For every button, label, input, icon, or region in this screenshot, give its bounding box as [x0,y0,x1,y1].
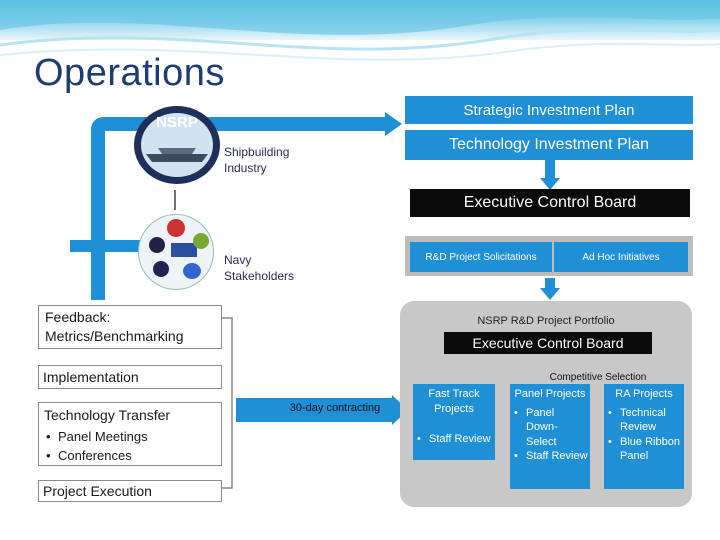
navsea-logo-icon [171,243,197,257]
technology-investment-plan: Technology Investment Plan [405,130,693,160]
feedback-box: Feedback: Metrics/Benchmarking [38,305,222,349]
list-item: Blue Ribbon Panel [606,435,682,464]
seal-icon [167,219,185,237]
ad-hoc-initiatives: Ad Hoc Initiatives [554,242,688,272]
nsrp-logo: NSRP [132,104,222,186]
seal-icon [153,261,169,277]
fast-track-projects: Fast Track Projects Staff Review [413,384,495,460]
panel-bullets: Panel Down-Select Staff Review [512,406,588,464]
technology-transfer-title: Technology Transfer [44,407,171,423]
project-execution-box: Project Execution [38,480,222,502]
list-item: Staff Review [512,449,588,464]
nsrp-logo-icon [134,106,220,184]
logo-text: NSRP [156,114,198,131]
strategic-investment-plan: Strategic Investment Plan [405,96,693,124]
portfolio-title: NSRP R&D Project Portfolio [477,315,615,327]
ra-bullets: Technical Review Blue Ribbon Panel [606,406,682,464]
list-item: Technical Review [606,406,682,435]
list-item: Staff Review [415,432,493,447]
seal-icon [193,233,209,249]
seal-icon [149,237,165,253]
list-item: Panel Down-Select [512,406,588,450]
competitive-selection-label: Competitive Selection [549,372,647,383]
executive-control-board-portfolio: Executive Control Board [444,332,652,354]
ra-projects: RA Projects Technical Review Blue Ribbon… [604,384,684,489]
navy-logos [138,214,214,290]
rd-project-solicitations: R&D Project Solicitations [410,242,552,272]
fast-track-title: Fast Track Projects [428,388,480,415]
panel-title: Panel Projects [514,388,586,400]
executive-control-board-top: Executive Control Board [410,189,690,217]
technology-transfer-bullets: Panel Meetings Conferences [44,427,216,465]
seal-icon [183,263,201,279]
contracting-label: 30-day contracting [289,402,381,414]
shipbuilding-label: Shipbuilding Industry [224,145,290,175]
wave-background [0,0,720,61]
list-item: Conferences [44,446,216,465]
technology-transfer-box: Technology Transfer Panel Meetings Confe… [38,402,222,466]
panel-projects: Panel Projects Panel Down-Select Staff R… [510,384,590,489]
page-title: Operations [34,52,225,94]
navy-label: Navy Stakeholders [224,253,295,283]
ra-title: RA Projects [615,388,673,400]
implementation-box: Implementation [38,365,222,389]
list-item: Panel Meetings [44,427,216,446]
fast-track-bullets: Staff Review [415,432,493,447]
